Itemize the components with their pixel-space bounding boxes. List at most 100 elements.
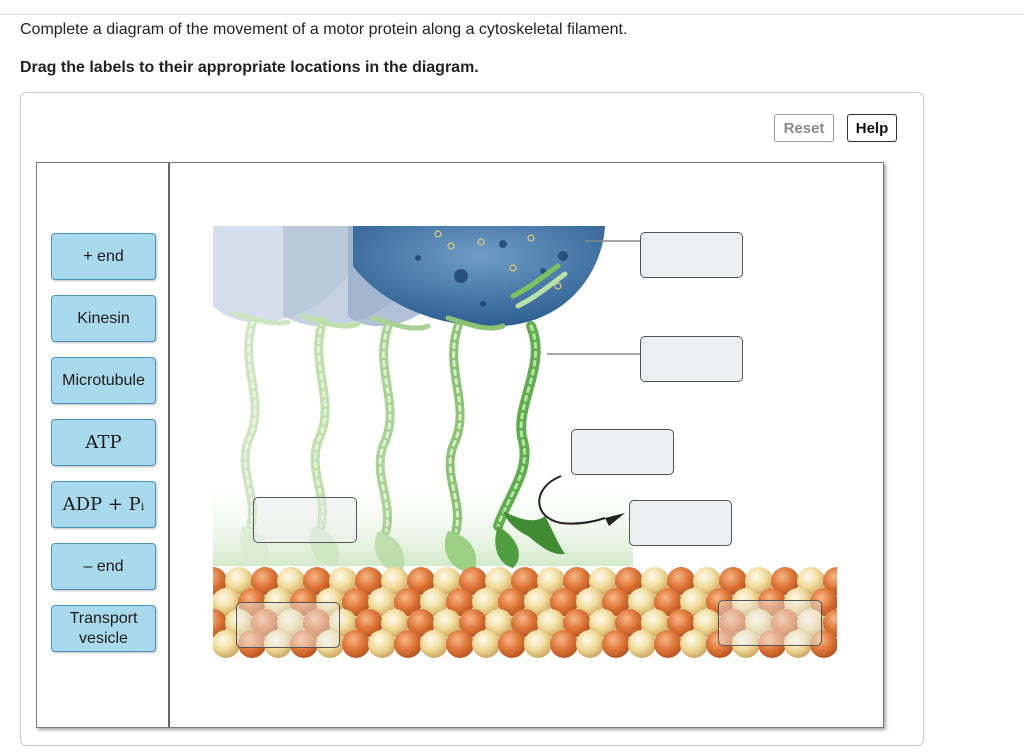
tubulin-alpha [355, 567, 383, 595]
tubulin-beta [329, 567, 357, 595]
label-plus-end[interactable]: + end [51, 233, 156, 280]
tubulin-alpha [407, 567, 435, 595]
tubulin-alpha [719, 567, 747, 595]
tubulin-beta [537, 567, 565, 595]
tubulin-beta [628, 588, 656, 616]
label-atp[interactable]: ATP [51, 419, 156, 466]
tubulin-beta [589, 609, 617, 637]
reset-button[interactable]: Reset [774, 114, 834, 142]
tubulin-alpha [355, 609, 383, 637]
tubulin-alpha [511, 609, 539, 637]
tubulin-alpha [290, 630, 318, 658]
tubulin-alpha [823, 609, 837, 637]
tubulin-alpha [459, 567, 487, 595]
drop-target-filament-left[interactable] [236, 602, 340, 648]
tubulin-beta [472, 630, 500, 658]
tubulin-beta [589, 567, 617, 595]
tubulin-alpha [615, 609, 643, 637]
tubulin-beta [368, 588, 396, 616]
tubulin-alpha [459, 609, 487, 637]
tubulin-beta [316, 630, 344, 658]
tubulin-alpha [758, 588, 786, 616]
tubulin-alpha [251, 609, 279, 637]
tubulin-beta [680, 630, 708, 658]
tubulin-beta [628, 630, 656, 658]
palette-divider [168, 163, 170, 727]
tubulin-beta [213, 630, 240, 658]
tubulin-alpha [394, 588, 422, 616]
tubulin-beta [784, 588, 812, 616]
tubulin-alpha [654, 630, 682, 658]
help-button[interactable]: Help [847, 114, 897, 142]
drop-target-adp[interactable] [629, 500, 732, 546]
label-microtubule[interactable]: Microtubule [51, 357, 156, 404]
tubulin-beta [537, 609, 565, 637]
tubulin-alpha [213, 609, 227, 637]
drop-target-atp[interactable] [571, 429, 674, 475]
tubulin-beta [329, 609, 357, 637]
drop-target-motor[interactable] [640, 336, 743, 382]
drop-target-left[interactable] [253, 497, 357, 543]
tubulin-alpha [602, 588, 630, 616]
tubulin-alpha [342, 630, 370, 658]
drop-target-filament-right[interactable] [718, 600, 822, 646]
tubulin-alpha [213, 567, 227, 595]
tubulin-alpha [810, 588, 837, 616]
tubulin-alpha [602, 630, 630, 658]
tubulin-alpha [498, 588, 526, 616]
label-adp-pi[interactable]: ADP + Pᵢ [51, 481, 156, 528]
tubulin-beta [485, 567, 513, 595]
tubulin-beta [745, 567, 773, 595]
tubulin-alpha [667, 567, 695, 595]
question-instruction: Drag the labels to their appropriate loc… [20, 59, 479, 76]
tubulin-beta [381, 567, 409, 595]
tubulin-alpha [407, 609, 435, 637]
question-prompt: Complete a diagram of the movement of a … [20, 21, 628, 38]
tubulin-beta [680, 588, 708, 616]
tubulin-beta [784, 630, 812, 658]
tubulin-beta [420, 630, 448, 658]
label-minus-end[interactable]: – end [51, 543, 156, 590]
tubulin-alpha [667, 609, 695, 637]
tubulin-alpha [446, 630, 474, 658]
tubulin-beta [524, 630, 552, 658]
tubulin-alpha [810, 630, 837, 658]
tubulin-alpha [563, 609, 591, 637]
tubulin-beta [732, 630, 760, 658]
tubulin-beta [225, 567, 253, 595]
tubulin-beta [641, 609, 669, 637]
top-divider [0, 14, 1024, 15]
tubulin-alpha [550, 588, 578, 616]
tubulin-alpha [719, 609, 747, 637]
tubulin-beta [732, 588, 760, 616]
tubulin-alpha [238, 630, 266, 658]
tubulin-beta [524, 588, 552, 616]
tubulin-beta [472, 588, 500, 616]
tubulin-beta [693, 567, 721, 595]
tubulin-alpha [823, 567, 837, 595]
microtubule-shape [213, 567, 837, 658]
tubulin-beta [576, 630, 604, 658]
tubulin-beta [381, 609, 409, 637]
tubulin-alpha [303, 609, 331, 637]
tubulin-alpha [550, 630, 578, 658]
tubulin-beta [693, 609, 721, 637]
tubulin-alpha [394, 630, 422, 658]
tubulin-alpha [446, 588, 474, 616]
tubulin-beta [641, 567, 669, 595]
tubulin-alpha [563, 567, 591, 595]
tubulin-beta [797, 609, 825, 637]
label-transport-vesicle[interactable]: Transport vesicle [51, 605, 156, 652]
tubulin-beta [264, 630, 292, 658]
tubulin-beta [745, 609, 773, 637]
tubulin-beta [213, 588, 240, 616]
tubulin-alpha [498, 630, 526, 658]
drop-target-vesicle[interactable] [640, 232, 743, 278]
label-kinesin[interactable]: Kinesin [51, 295, 156, 342]
tubulin-beta [277, 609, 305, 637]
tubulin-alpha [758, 630, 786, 658]
tubulin-alpha [511, 567, 539, 595]
tubulin-alpha [342, 588, 370, 616]
tubulin-alpha [771, 609, 799, 637]
tubulin-alpha [615, 567, 643, 595]
